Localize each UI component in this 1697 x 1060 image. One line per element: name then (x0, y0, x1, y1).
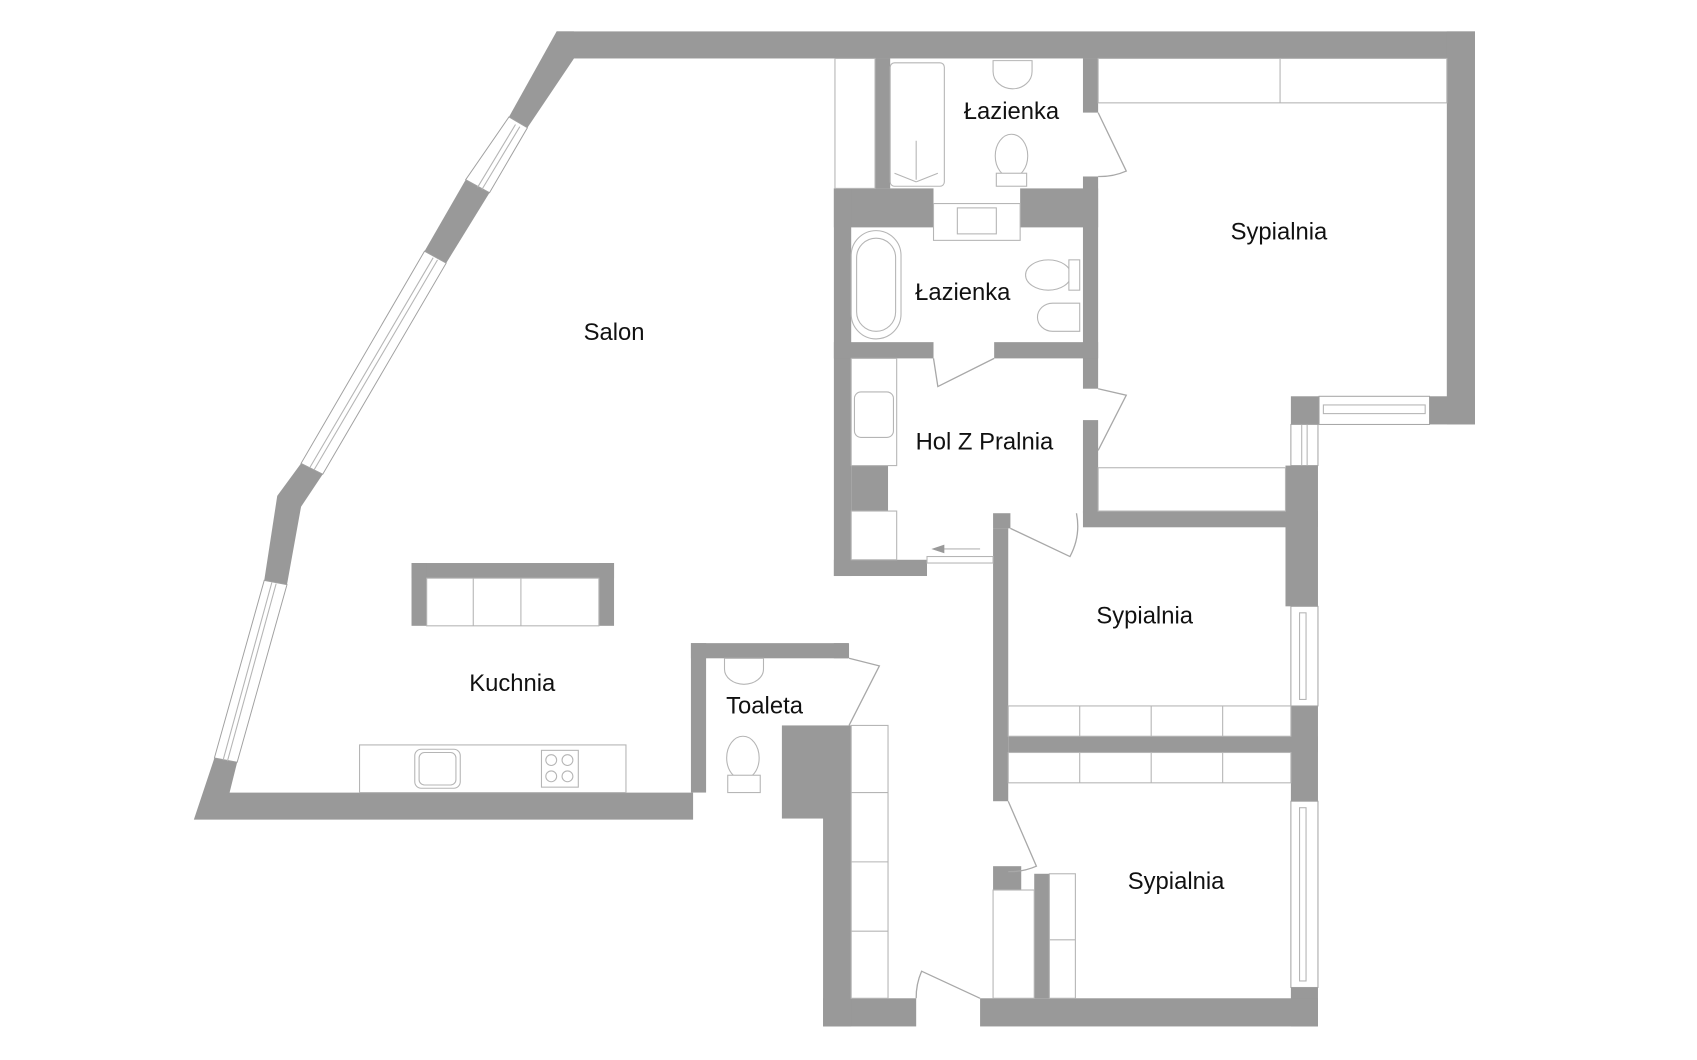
interior-walls (411, 58, 1318, 999)
door-icon (1097, 112, 1128, 178)
kitchen-counter (359, 744, 627, 794)
bidet-icon (1037, 302, 1081, 332)
kitchen-island (426, 577, 600, 627)
doors (848, 112, 1128, 999)
room-label-kuchnia: Kuchnia (469, 670, 556, 697)
wardrobe (1007, 751, 1292, 784)
room-label-sypialnia-top: Sypialnia (1231, 218, 1328, 245)
washing-machine-icon (853, 391, 894, 438)
wardrobe (1097, 57, 1448, 104)
toilet-icon (726, 735, 760, 781)
outer-walls (193, 31, 1475, 1027)
door-icon (848, 657, 881, 726)
cooktop-icon (540, 749, 579, 788)
door-icon (932, 357, 995, 388)
wardrobe (834, 57, 876, 189)
sink-icon (992, 60, 1033, 90)
toilet-icon (994, 133, 1029, 179)
room-label-lazienka-top: Łazienka (964, 98, 1060, 125)
room-label-toaleta: Toaleta (726, 693, 804, 720)
room-label-hol-z-pralnia: Hol Z Pralnia (916, 428, 1054, 455)
entry-door-icon (915, 970, 981, 999)
room-label-lazienka-second: Łazienka (915, 279, 1011, 306)
door-icon (1097, 388, 1128, 451)
door-icon (1010, 513, 1079, 558)
windows (213, 116, 1430, 988)
room-label-sypialnia-bottom: Sypialnia (1128, 868, 1225, 895)
fixtures (359, 57, 1448, 999)
toilet-icon (1025, 259, 1072, 291)
wardrobe (1007, 705, 1292, 737)
bathtub-icon (889, 62, 945, 187)
door-icon (1007, 800, 1038, 873)
room-labels: Salon Kuchnia Toaleta Łazienka Łazienka … (469, 98, 1328, 895)
room-label-sypialnia-middle: Sypialnia (1096, 603, 1193, 630)
room-label-salon: Salon (584, 319, 645, 346)
sink-icon (723, 657, 765, 685)
